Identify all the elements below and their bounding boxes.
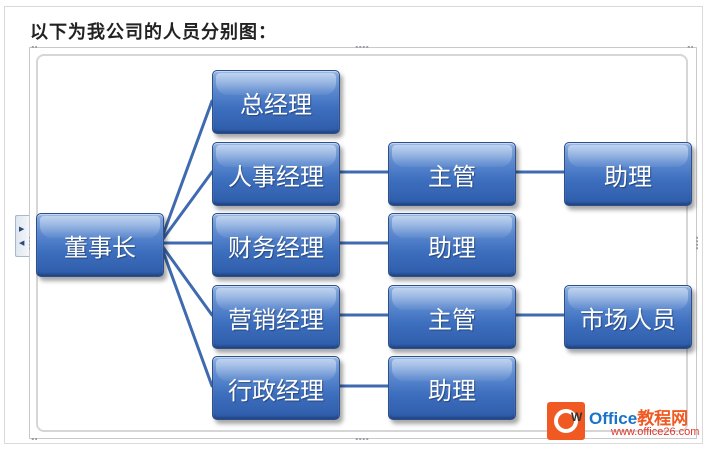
- node-marketing-manager[interactable]: 营销经理: [212, 285, 340, 349]
- node-admin-manager[interactable]: 行政经理: [212, 356, 340, 420]
- office26-watermark: W Office教程网 www.office26.com: [545, 400, 705, 445]
- collapse-arrow-icon: ◀: [19, 239, 25, 247]
- office-logo-icon: W: [547, 402, 585, 440]
- connector-root-hr: [158, 170, 214, 245]
- node-marketing-staff[interactable]: 市场人员: [564, 285, 692, 349]
- resize-handle-bottom[interactable]: [355, 437, 369, 441]
- text-pane-toggle[interactable]: ▶ ◀: [15, 215, 29, 257]
- page-border: [4, 6, 703, 444]
- node-hr-assistant[interactable]: 助理: [564, 142, 692, 206]
- resize-handle-top-right[interactable]: [687, 45, 693, 49]
- node-general-manager[interactable]: 总经理: [212, 70, 340, 134]
- resize-handle-left[interactable]: [27, 236, 31, 250]
- resize-handle-top[interactable]: [355, 45, 369, 49]
- connector-root-mkt: [158, 241, 214, 317]
- watermark-brand: Office教程网: [589, 404, 688, 429]
- node-marketing-supervisor[interactable]: 主管: [388, 285, 516, 349]
- resize-handle-right[interactable]: [695, 236, 699, 250]
- expand-arrow-icon: ▶: [19, 225, 25, 233]
- node-finance-assistant[interactable]: 助理: [388, 213, 516, 277]
- connector-root-gm: [158, 99, 214, 245]
- watermark-brand-accent: 教程网: [637, 409, 689, 428]
- resize-handle-top-left[interactable]: [31, 45, 37, 49]
- node-chairman[interactable]: 董事长: [36, 213, 164, 277]
- node-hr-supervisor[interactable]: 主管: [388, 142, 516, 206]
- connector-root-adm: [158, 241, 214, 388]
- resize-handle-bottom-left[interactable]: [31, 437, 37, 441]
- node-hr-manager[interactable]: 人事经理: [212, 142, 340, 206]
- word-doc-letter: W: [571, 410, 583, 424]
- watermark-site: www.office26.com: [611, 426, 700, 438]
- node-finance-manager[interactable]: 财务经理: [212, 213, 340, 277]
- watermark-brand-main: Office: [589, 409, 638, 428]
- node-admin-assistant[interactable]: 助理: [388, 356, 516, 420]
- intro-text: 以下为我公司的人员分别图：: [30, 22, 277, 43]
